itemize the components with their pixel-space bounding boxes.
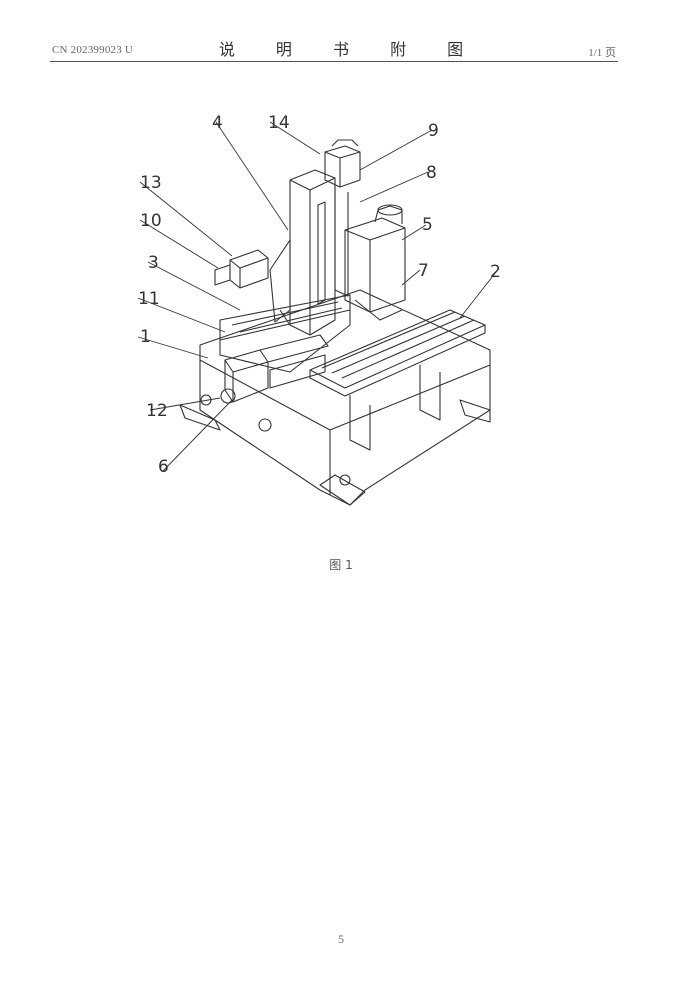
figure-label: 8 xyxy=(426,163,437,183)
figure-label: 2 xyxy=(490,262,501,282)
document-number: CN 202399023 U xyxy=(52,44,134,56)
figure-label: 14 xyxy=(268,113,290,133)
figure-label: 10 xyxy=(140,211,162,231)
figure-label: 7 xyxy=(418,261,429,281)
work-table xyxy=(309,309,486,389)
figure-label: 3 xyxy=(148,253,159,273)
figure-label: 4 xyxy=(212,113,223,133)
figure-caption: 图 1 xyxy=(329,558,353,572)
machine-tool-drawing: 1 2 3 4 5 6 7 8 9 10 11 12 13 14 xyxy=(137,113,501,506)
servo-motor-y xyxy=(229,249,269,289)
figure-label: 13 xyxy=(140,173,162,193)
page-title: 说 明 书 附 图 xyxy=(218,40,482,59)
column xyxy=(289,169,336,336)
figure-label: 12 xyxy=(146,401,168,421)
spindle-head xyxy=(344,217,406,313)
page-count: 1/1 页 xyxy=(588,47,616,59)
z-axis-motor xyxy=(324,145,361,188)
header-rule xyxy=(50,61,618,62)
figure-label: 11 xyxy=(138,289,160,309)
figure-label: 6 xyxy=(158,457,169,477)
page-number: 5 xyxy=(338,932,344,946)
figure-label: 9 xyxy=(428,121,439,141)
figure-label: 5 xyxy=(422,215,433,235)
figure-label: 1 xyxy=(140,327,151,347)
